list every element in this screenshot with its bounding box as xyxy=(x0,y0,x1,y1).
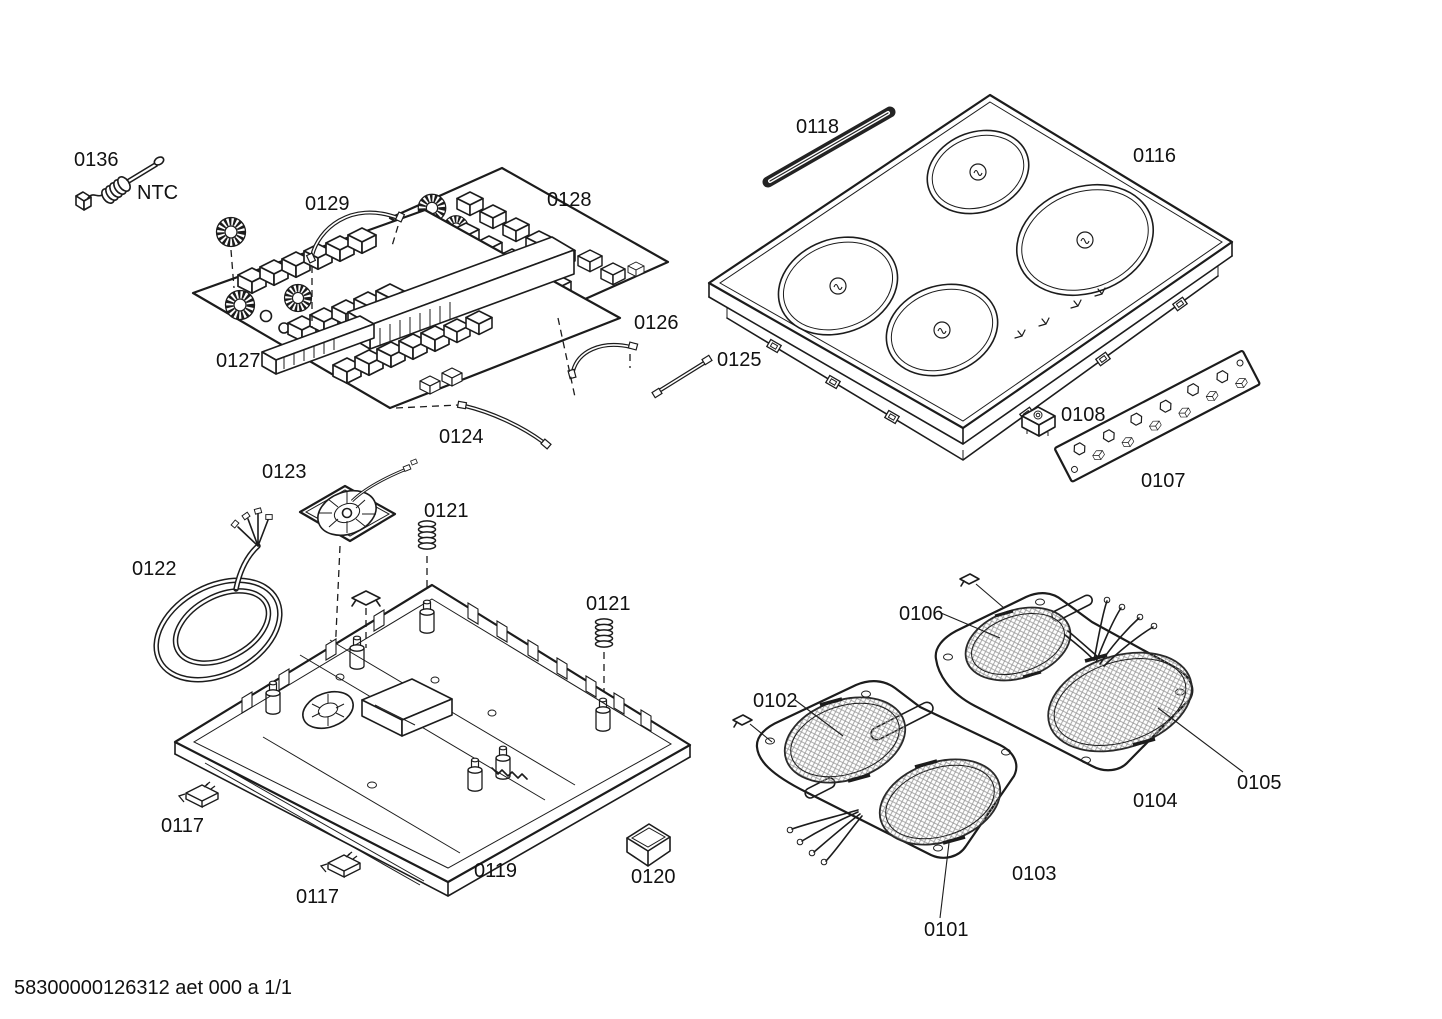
part-label-0116: 0116 xyxy=(1133,145,1176,167)
part-label-0108: 0108 xyxy=(1061,404,1106,426)
mounting-bracket xyxy=(351,590,381,648)
plate-clip-front xyxy=(732,714,773,743)
plate-clip-rear xyxy=(959,573,1005,609)
cooking-zone-rings xyxy=(777,129,1155,377)
part-label-0129: 0129 xyxy=(305,193,350,215)
part-label-0106: 0106 xyxy=(899,603,944,625)
harness-cable-0124 xyxy=(395,400,552,450)
part-label-0105: 0105 xyxy=(1237,772,1282,794)
filter-module xyxy=(1021,406,1056,437)
mains-cable xyxy=(153,507,283,683)
induction-coil-0105 xyxy=(1047,651,1193,753)
part-label-0124: 0124 xyxy=(439,426,484,448)
coil-wires-rear xyxy=(1064,596,1158,667)
part-label-0104: 0104 xyxy=(1133,790,1178,812)
fixing-clip-left xyxy=(178,781,219,808)
cooling-fan xyxy=(298,458,418,701)
seal-strip xyxy=(762,106,896,188)
part-label-0122: 0122 xyxy=(132,558,177,580)
cooktop-mounting-frame xyxy=(726,266,1219,461)
harness-cable-0125 xyxy=(651,354,713,399)
part-label-0117-front: 0117 xyxy=(296,886,339,908)
fixing-clip-front xyxy=(320,851,361,878)
leader-0101 xyxy=(939,842,950,919)
leader-0106 xyxy=(940,612,1001,639)
part-label-0125: 0125 xyxy=(717,349,762,371)
tray-platform xyxy=(361,678,453,737)
part-label-0126: 0126 xyxy=(634,312,679,334)
spacer-box xyxy=(626,823,671,867)
part-label-0120: 0120 xyxy=(631,866,676,888)
part-label-0117-left: 0117 xyxy=(161,815,204,837)
part-label-0107: 0107 xyxy=(1141,470,1186,492)
part-label-0102: 0102 xyxy=(753,690,798,712)
harness-cable-0126 xyxy=(557,317,639,398)
leader-0102 xyxy=(794,699,844,737)
part-label-ntc: NTC xyxy=(137,182,178,204)
induction-coil-0106 xyxy=(964,606,1072,682)
part-label-0128: 0128 xyxy=(547,189,592,211)
part-label-0136: 0136 xyxy=(74,149,119,171)
part-label-0123: 0123 xyxy=(262,461,307,483)
tray-fan-recess xyxy=(302,690,354,730)
coil-wires-front xyxy=(786,809,863,866)
base-tray xyxy=(173,583,692,897)
leader-0105 xyxy=(1157,707,1244,773)
part-label-0121-right: 0121 xyxy=(586,593,631,615)
part-label-0101: 0101 xyxy=(924,919,969,941)
part-label-0118: 0118 xyxy=(796,116,839,138)
touch-control-board xyxy=(1054,350,1261,483)
document-reference: 58300000126312 aet 000 a 1/1 xyxy=(14,977,292,999)
ntc-sensor xyxy=(75,156,165,211)
part-label-0121-left: 0121 xyxy=(424,500,469,522)
cooktop-glass-panel xyxy=(707,93,1234,461)
harness-cable-0129 xyxy=(305,210,406,328)
induction-coil-0101 xyxy=(878,758,1002,846)
coil-carrier-front xyxy=(732,680,1018,866)
toroidal-coil-exploded xyxy=(217,218,246,289)
fan-blades xyxy=(318,492,376,533)
part-label-0103: 0103 xyxy=(1012,863,1057,885)
part-label-0119: 0119 xyxy=(474,860,517,882)
part-labels: 0136 NTC 0129 0128 0127 0126 0125 0124 0… xyxy=(74,116,1282,941)
part-label-0127: 0127 xyxy=(216,350,261,372)
heatsink-small xyxy=(261,315,375,375)
leader-lines xyxy=(794,612,1244,919)
